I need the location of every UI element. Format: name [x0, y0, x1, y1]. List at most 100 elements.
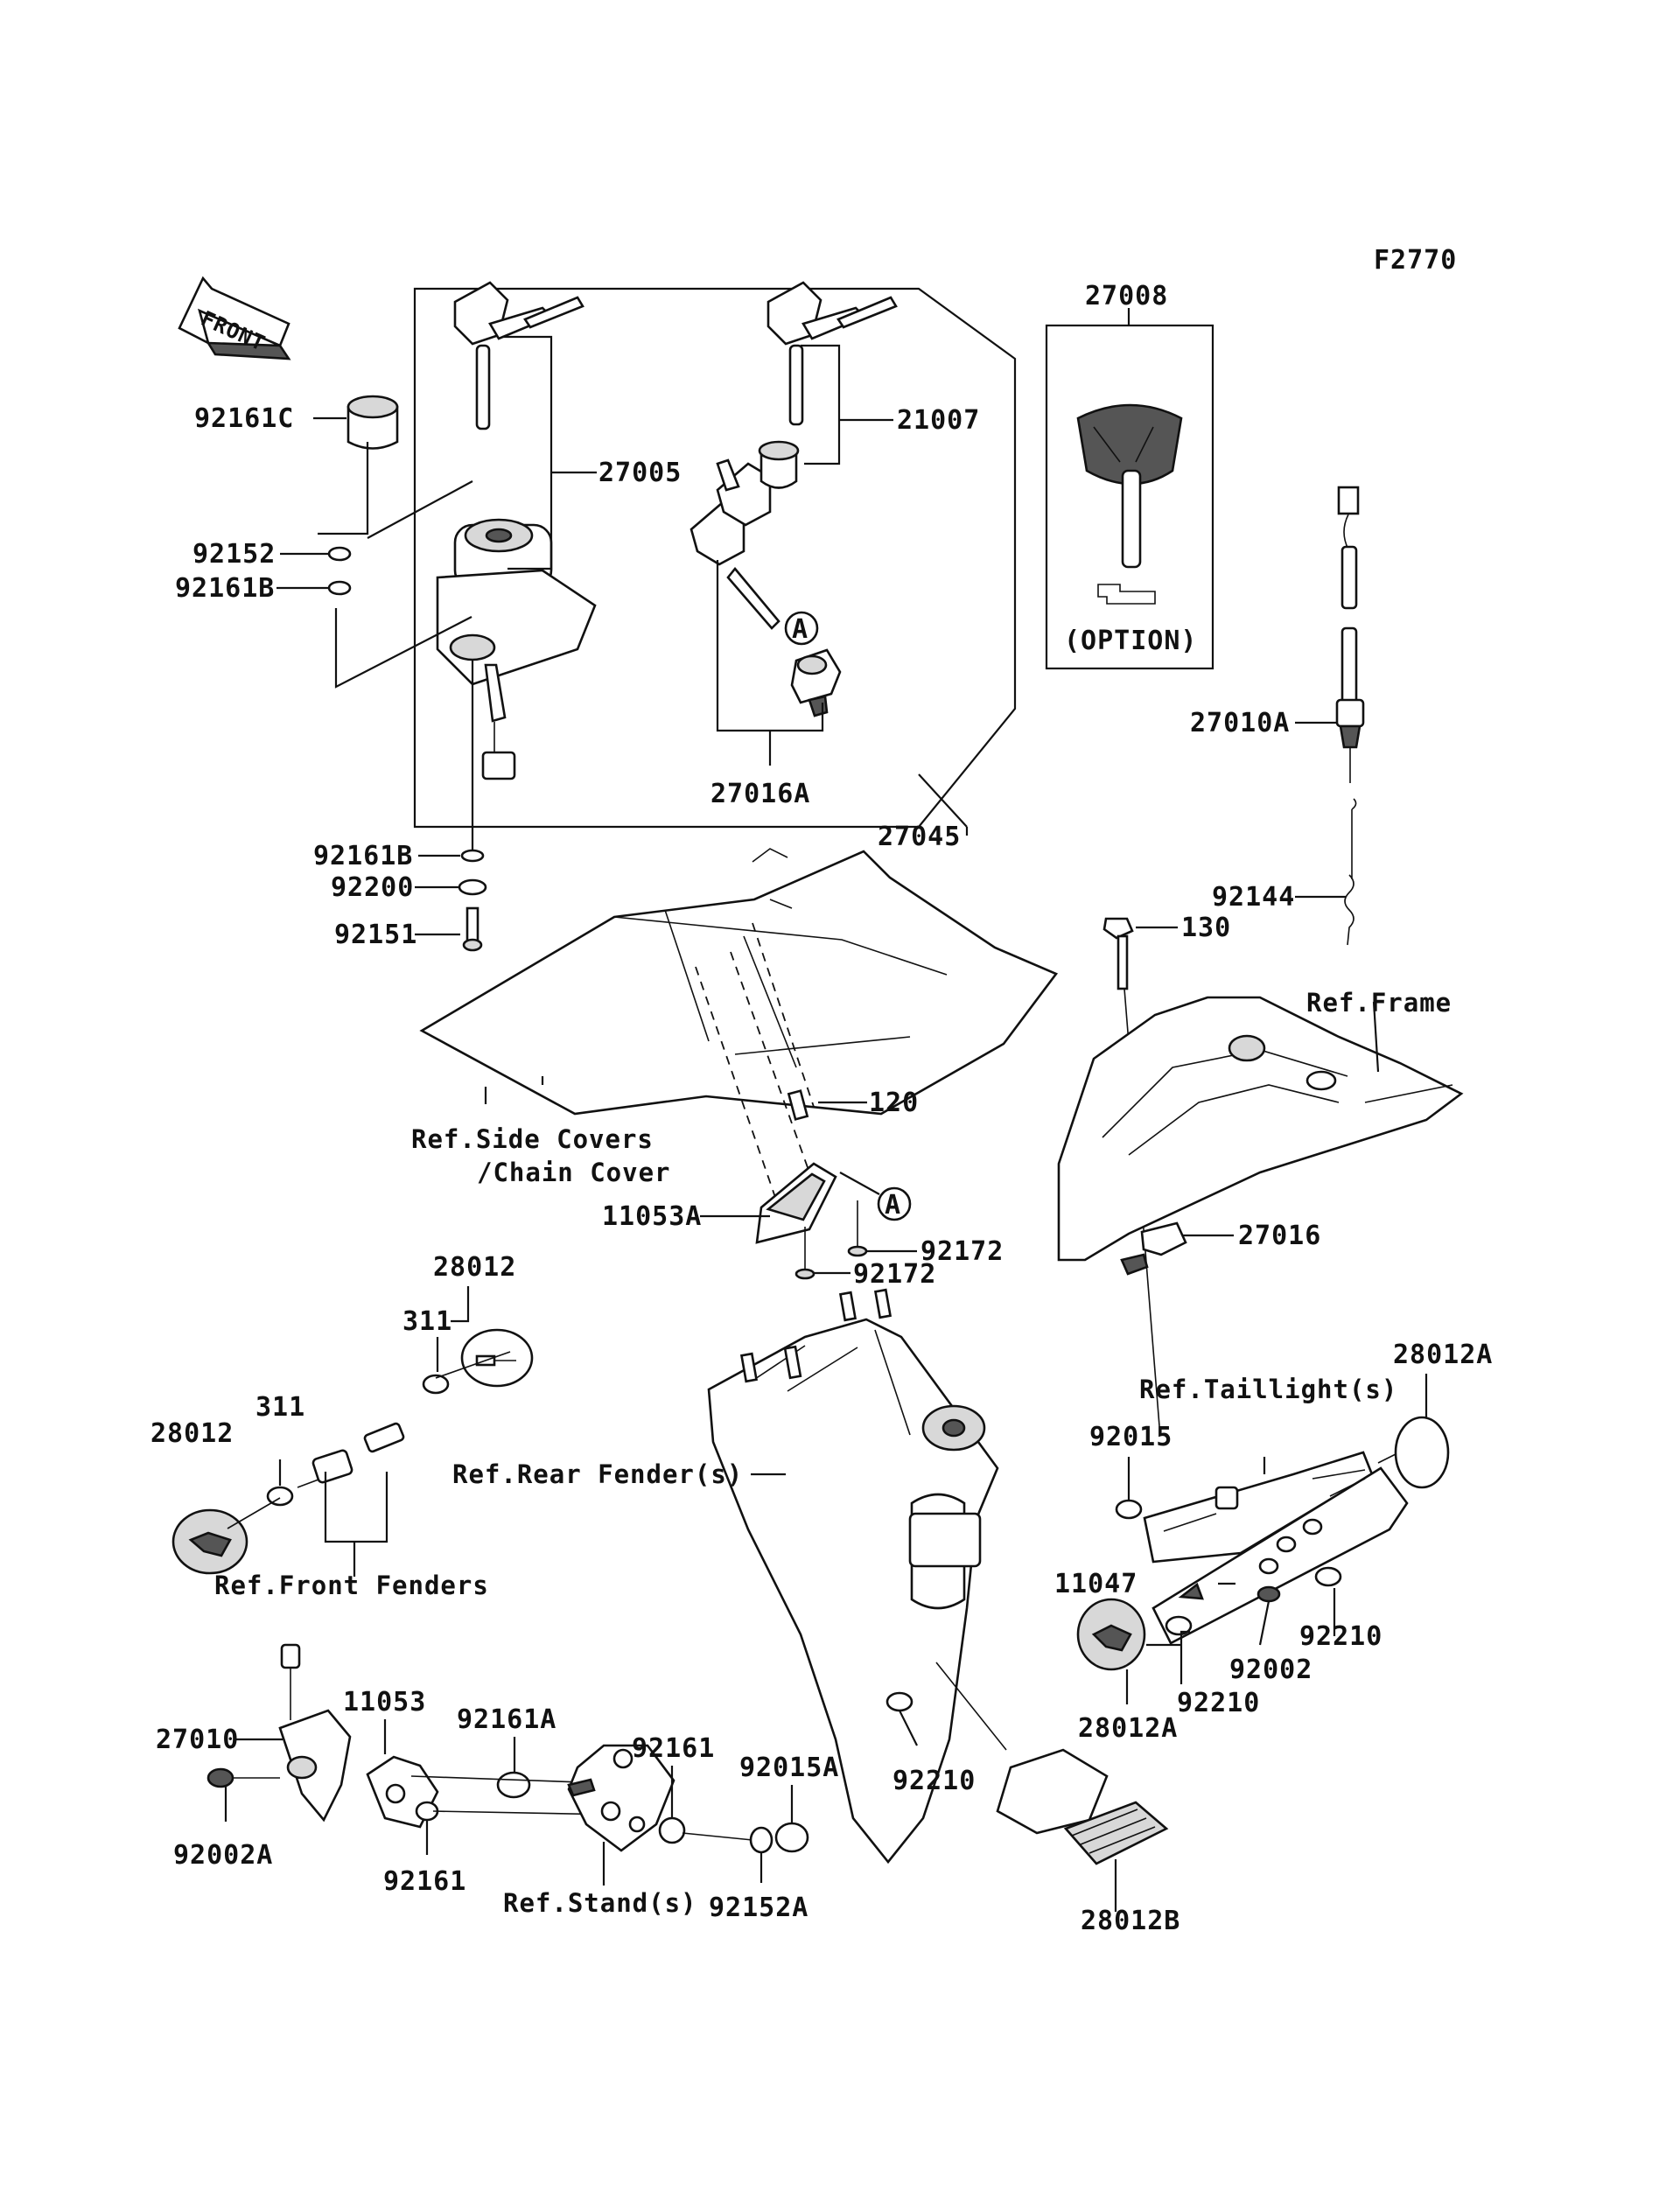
- part-number-92210-a: 92210: [1299, 1621, 1382, 1652]
- leader-line: [801, 344, 841, 465]
- key-icon: [690, 458, 780, 630]
- key-cap-icon: [758, 440, 800, 489]
- ignition-switch-icon: [436, 518, 597, 780]
- switch-harness-icon: [1335, 486, 1365, 749]
- key-icon: [766, 281, 898, 426]
- taillight-bracket-icon: [1143, 1451, 1409, 1645]
- bolt-icon: [1102, 917, 1134, 990]
- part-number-27010A: 27010A: [1190, 708, 1290, 738]
- part-number-92210-b: 92210: [1177, 1688, 1260, 1718]
- part-number-27045: 27045: [878, 822, 961, 852]
- rear-fender-icon: [707, 1318, 1109, 1865]
- screw-icon: [794, 1268, 816, 1280]
- ref-chain-cover: /Chain Cover: [477, 1158, 671, 1187]
- key-profile-icon: [1097, 584, 1156, 605]
- part-number-92144: 92144: [1212, 882, 1295, 913]
- part-number-92161B-top: 92161B: [175, 573, 275, 604]
- lock-cylinder-icon: [790, 648, 842, 717]
- washer-icon: [327, 580, 352, 596]
- key-icon: [453, 281, 584, 430]
- spring-icon: [1344, 798, 1357, 946]
- leader-line: [716, 560, 824, 732]
- reflector-icon: [1377, 1416, 1450, 1489]
- part-number-28012A-b: 28012A: [1078, 1713, 1178, 1744]
- part-number-28012-a: 28012: [433, 1252, 516, 1283]
- stud-icon: [363, 1422, 405, 1453]
- nut-icon: [1314, 1566, 1342, 1587]
- part-number-92172-a: 92172: [920, 1236, 1004, 1267]
- leader-line: [318, 442, 369, 535]
- washer-icon: [327, 546, 352, 562]
- ref-front-fenders: Ref.Front Fenders: [214, 1571, 489, 1600]
- stand-bracket-icon: [567, 1744, 676, 1852]
- lock-cylinder-icon: [1120, 1221, 1187, 1276]
- bracket-icon: [755, 1162, 837, 1244]
- screw-icon: [847, 1245, 868, 1257]
- part-number-28012B: 28012B: [1081, 1906, 1180, 1936]
- part-number-311-a: 311: [402, 1306, 452, 1337]
- callout-a-mid: A: [877, 1186, 912, 1221]
- leader-line: [502, 335, 553, 570]
- ignition-kit-outline: [413, 287, 1017, 829]
- part-number-92015A: 92015A: [739, 1753, 839, 1783]
- leader-line: [334, 608, 472, 689]
- part-number-27005: 27005: [598, 458, 682, 488]
- part-number-92161A: 92161A: [457, 1704, 556, 1735]
- nut-icon: [266, 1486, 294, 1507]
- svg-text:A: A: [885, 1190, 901, 1221]
- bolt-icon: [787, 1089, 809, 1121]
- nut-icon: [774, 1822, 809, 1853]
- washer-icon: [749, 1826, 774, 1854]
- ref-stand: Ref.Stand(s): [503, 1888, 697, 1918]
- part-number-11053: 11053: [343, 1687, 426, 1718]
- part-number-92015: 92015: [1089, 1422, 1172, 1452]
- washer-icon: [460, 849, 485, 863]
- part-number-11053A: 11053A: [602, 1201, 702, 1232]
- washer-icon: [458, 878, 487, 896]
- reflector-icon: [1063, 1801, 1169, 1865]
- reflector-icon: [1076, 1598, 1146, 1671]
- svg-text:A: A: [792, 614, 808, 645]
- part-number-27016A: 27016A: [710, 779, 810, 809]
- bolt-icon: [462, 906, 483, 952]
- callout-a-top: A: [784, 611, 819, 646]
- part-number-120: 120: [869, 1088, 919, 1118]
- reflector-icon: [172, 1508, 248, 1575]
- option-label: (OPTION): [1064, 626, 1198, 656]
- side-cover-icon: [419, 848, 1059, 1116]
- part-number-92151: 92151: [334, 920, 417, 950]
- nut-icon: [1165, 1615, 1193, 1636]
- projection-line: [695, 922, 819, 1208]
- part-number-311-b: 311: [256, 1392, 305, 1423]
- leader-line: [918, 773, 968, 828]
- ref-side-covers: Ref.Side Covers: [411, 1124, 654, 1154]
- figure-code: F2770: [1374, 245, 1457, 276]
- leader-line: [367, 480, 473, 539]
- nut-icon: [1115, 1499, 1143, 1520]
- part-number-130: 130: [1181, 913, 1231, 943]
- spacer-icon: [312, 1449, 354, 1484]
- nut-icon: [422, 1374, 450, 1395]
- front-arrow-icon: FRONT: [178, 276, 291, 360]
- bolt-icon: [206, 1767, 280, 1788]
- part-number-92002A: 92002A: [173, 1840, 273, 1871]
- part-number-92200: 92200: [331, 872, 414, 903]
- ref-frame: Ref.Frame: [1306, 988, 1452, 1018]
- part-number-27016: 27016: [1238, 1221, 1321, 1251]
- part-number-28012-b: 28012: [150, 1418, 234, 1449]
- collar-icon: [346, 395, 399, 450]
- collar-icon: [658, 1816, 686, 1844]
- part-number-92210-c: 92210: [892, 1766, 976, 1796]
- stud-icon: [739, 1288, 892, 1383]
- ref-rear-fender: Ref.Rear Fender(s): [452, 1459, 743, 1489]
- nut-icon: [886, 1691, 914, 1712]
- bolt-icon: [1256, 1585, 1281, 1603]
- part-number-27008: 27008: [1085, 281, 1168, 311]
- part-number-92161B-bottom: 92161B: [313, 841, 413, 871]
- stand-switch-icon: [278, 1643, 352, 1823]
- kawasaki-key-icon: [1076, 403, 1183, 569]
- frame-icon: [1057, 996, 1464, 1262]
- part-number-92161-a: 92161: [632, 1733, 715, 1764]
- part-number-28012A-a: 28012A: [1393, 1340, 1493, 1370]
